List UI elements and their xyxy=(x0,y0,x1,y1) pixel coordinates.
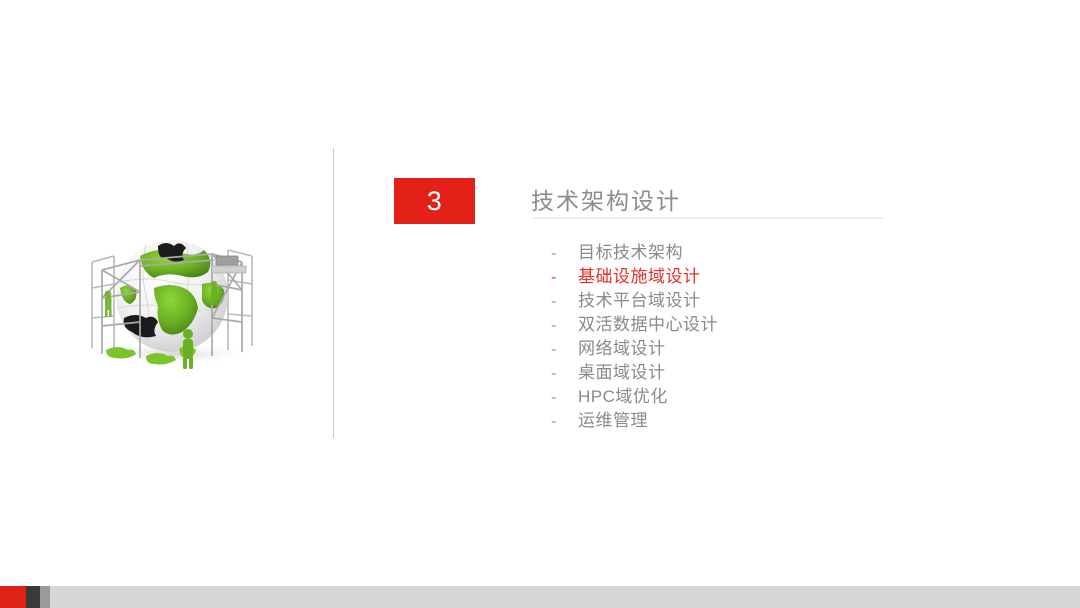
bullet-dash: - xyxy=(551,293,557,310)
agenda-item-active[interactable]: - 基础设施域设计 xyxy=(551,265,871,289)
agenda-item[interactable]: - 双活数据中心设计 xyxy=(551,313,871,337)
scaffold-back xyxy=(91,249,253,352)
worker-figures xyxy=(104,280,218,369)
agenda-item[interactable]: - 网络域设计 xyxy=(551,337,871,361)
agenda-item-label: HPC域优化 xyxy=(578,387,668,406)
agenda-item[interactable]: - 运维管理 xyxy=(551,409,871,433)
agenda-item-label: 运维管理 xyxy=(578,411,648,430)
bullet-dash: - xyxy=(551,317,557,334)
agenda-item[interactable]: - 桌面域设计 xyxy=(551,361,871,385)
ground-shadow xyxy=(96,343,252,365)
agenda-item[interactable]: - HPC域优化 xyxy=(551,385,871,409)
section-number: 3 xyxy=(426,185,443,216)
bullet-dash: - xyxy=(551,269,557,286)
vertical-divider xyxy=(333,148,334,438)
section-title: 技术架构设计 xyxy=(531,188,681,214)
bullet-dash: - xyxy=(551,413,557,430)
footer-accent-dark xyxy=(26,586,40,608)
bullet-dash: - xyxy=(551,341,557,358)
agenda-item-label: 基础设施域设计 xyxy=(578,267,701,286)
bullet-dash: - xyxy=(551,245,557,262)
bullet-dash: - xyxy=(551,365,557,382)
footer-accent-light xyxy=(50,586,1080,608)
agenda-item-label: 桌面域设计 xyxy=(578,363,666,382)
footer-accent-mid xyxy=(40,586,50,608)
agenda-item-label: 双活数据中心设计 xyxy=(578,315,718,334)
section-number-badge: 3 xyxy=(394,178,475,224)
footer-accent-red xyxy=(0,586,26,608)
agenda-item-label: 技术平台域设计 xyxy=(578,291,701,310)
agenda-item[interactable]: - 技术平台域设计 xyxy=(551,289,871,313)
bullet-dash: - xyxy=(551,389,557,406)
footer-bar xyxy=(0,586,1080,608)
agenda-item-label: 网络域设计 xyxy=(578,339,666,358)
scaffold-platform xyxy=(211,255,247,274)
agenda-list: - 目标技术架构 - 基础设施域设计 - 技术平台域设计 - 双活数据中心设计 … xyxy=(551,241,871,433)
agenda-item-label: 目标技术架构 xyxy=(578,243,683,262)
title-underline xyxy=(531,217,885,219)
agenda-item[interactable]: - 目标技术架构 xyxy=(551,241,871,265)
globe-scaffolding-illustration xyxy=(62,226,284,378)
